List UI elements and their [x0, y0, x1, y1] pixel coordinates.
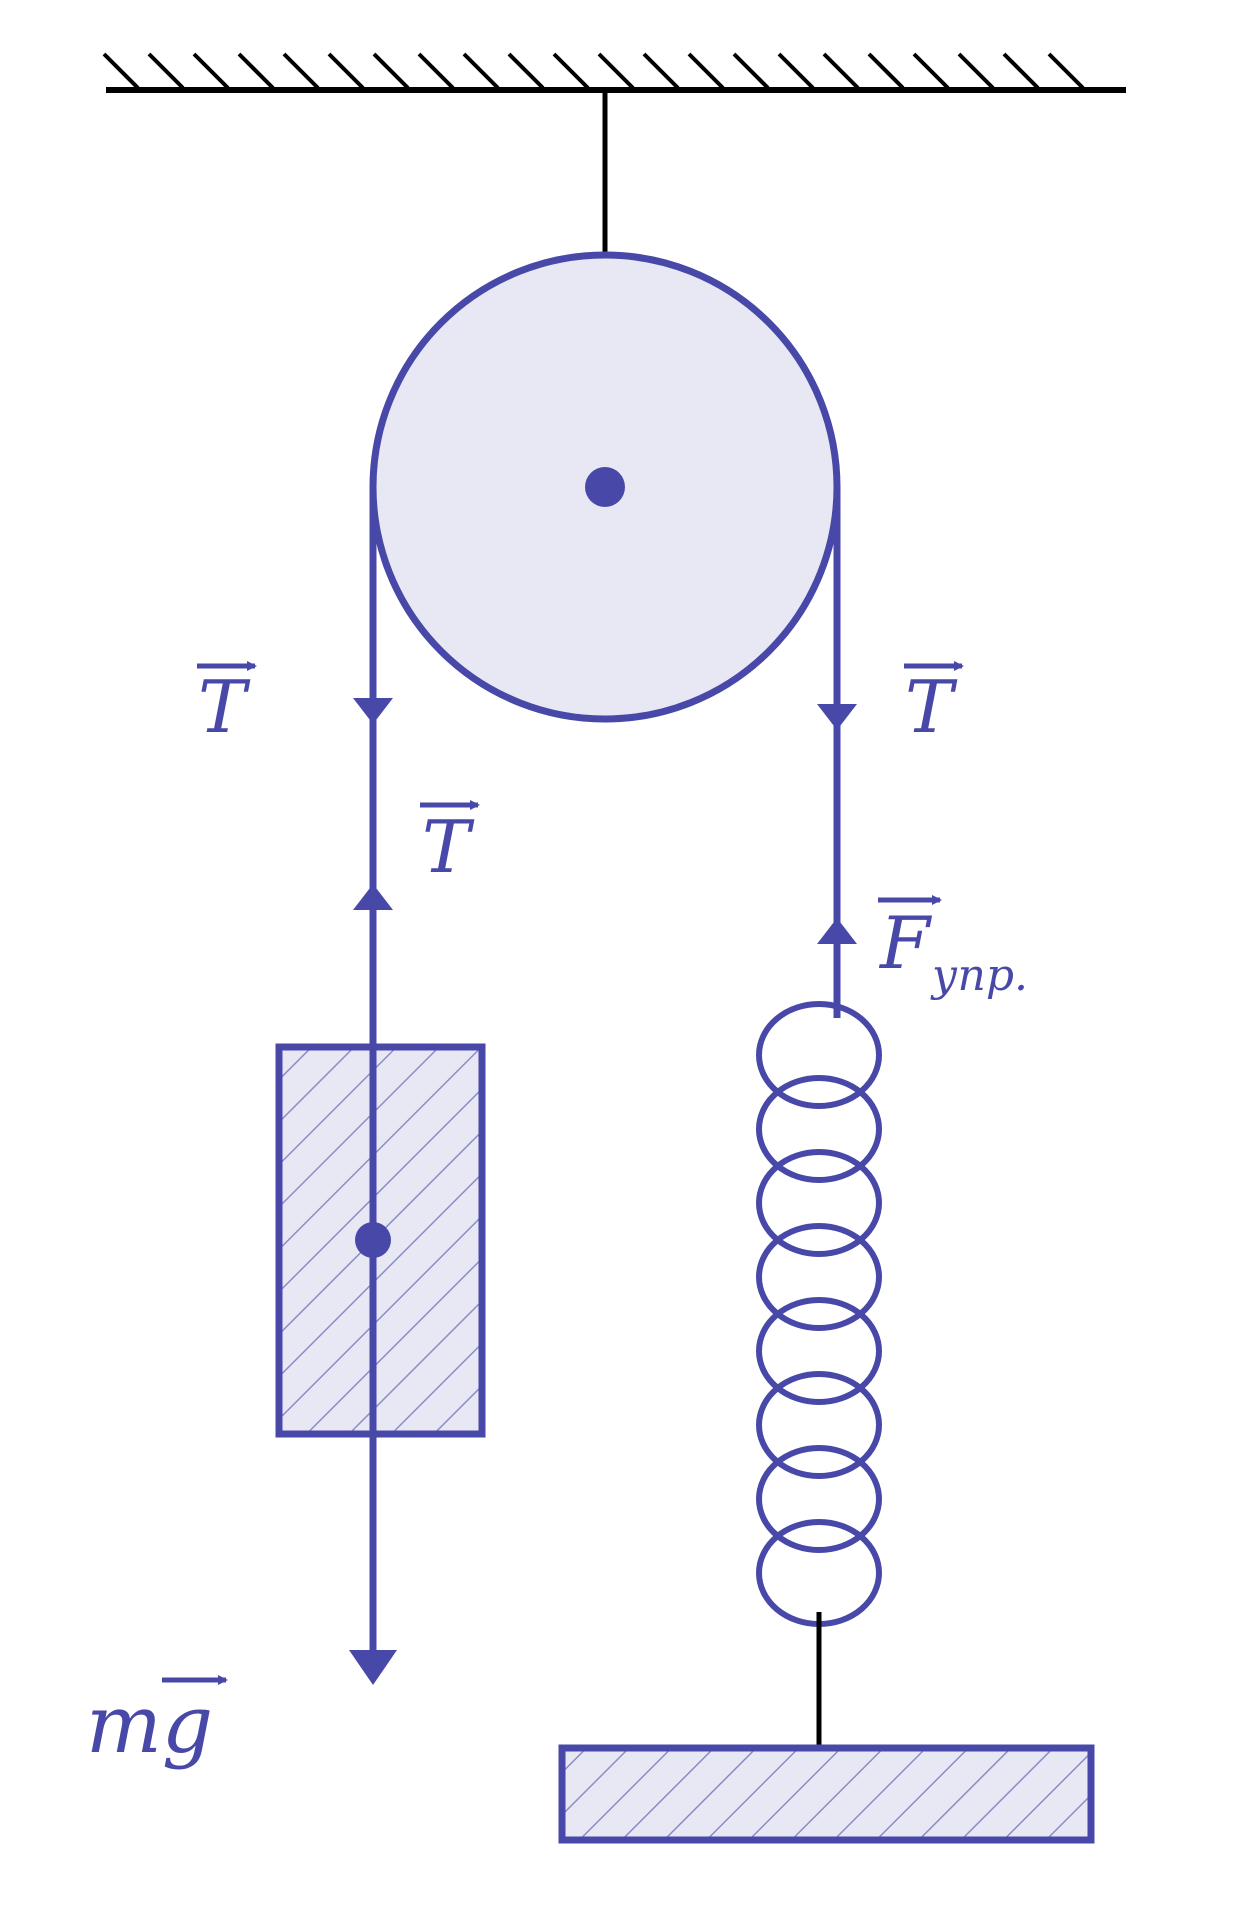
ceiling-hatch-mark	[147, 52, 185, 90]
ceiling-hatch-mark	[957, 52, 995, 90]
ceiling-hatch-mark	[417, 52, 455, 90]
label-text: F	[878, 901, 933, 985]
ceiling-hatch-mark	[237, 52, 275, 90]
ceiling-hatch-mark	[282, 52, 320, 90]
ceiling-hatch-mark	[597, 52, 635, 90]
spring-coil	[756, 1297, 882, 1405]
ceiling-hatch-mark	[552, 52, 590, 90]
arrow-tension-left-up	[353, 884, 393, 910]
ceiling-hatch-mark	[102, 52, 140, 90]
ceiling-hatch-mark	[642, 52, 680, 90]
label-text: T	[198, 665, 251, 749]
block-center-of-mass	[355, 1222, 391, 1258]
label-text: T	[905, 665, 958, 749]
ceiling-hatch-mark	[327, 52, 365, 90]
label-tension-up: T	[420, 800, 480, 889]
ceiling-hatch-mark	[687, 52, 725, 90]
spring-coil	[756, 1149, 882, 1257]
pulley-axle	[585, 467, 625, 507]
ceiling-hatch-mark	[192, 52, 230, 90]
spring-coil	[756, 1445, 882, 1553]
ceiling-hatch-mark	[1047, 52, 1085, 90]
floor-plate-hatch	[558, 1744, 1095, 1844]
spring-coil	[756, 1001, 882, 1109]
arrow-tension-right-down	[817, 704, 857, 730]
ceiling-hatch-mark	[1002, 52, 1040, 90]
ceiling-hatch-mark	[372, 52, 410, 90]
label-tension-right: T	[904, 661, 964, 749]
label-subscript: упр.	[930, 950, 1028, 1001]
ceiling-hatch-mark	[462, 52, 500, 90]
spring	[756, 1001, 882, 1627]
label-elastic-force: F упр.	[878, 895, 1028, 1001]
label-text: mg	[86, 1678, 213, 1771]
label-text: T	[422, 805, 475, 889]
ceiling-hatch-mark	[912, 52, 950, 90]
spring-coil	[756, 1223, 882, 1331]
ceiling	[102, 52, 1126, 93]
ceiling-hatch-mark	[732, 52, 770, 90]
label-gravity: mg	[86, 1675, 228, 1771]
ceiling-hatch-mark	[867, 52, 905, 90]
spring-coil	[756, 1371, 882, 1479]
label-tension-left: T	[197, 661, 257, 749]
ceiling-hatch	[102, 52, 1085, 90]
arrow-gravity-down	[349, 1650, 397, 1685]
arrow-tension-left-down	[353, 698, 393, 724]
spring-coil	[756, 1519, 882, 1627]
ceiling-hatch-mark	[507, 52, 545, 90]
arrow-elastic-force-up	[817, 918, 857, 944]
spring-coil	[756, 1075, 882, 1183]
ceiling-hatch-mark	[777, 52, 815, 90]
ceiling-hatch-mark	[822, 52, 860, 90]
